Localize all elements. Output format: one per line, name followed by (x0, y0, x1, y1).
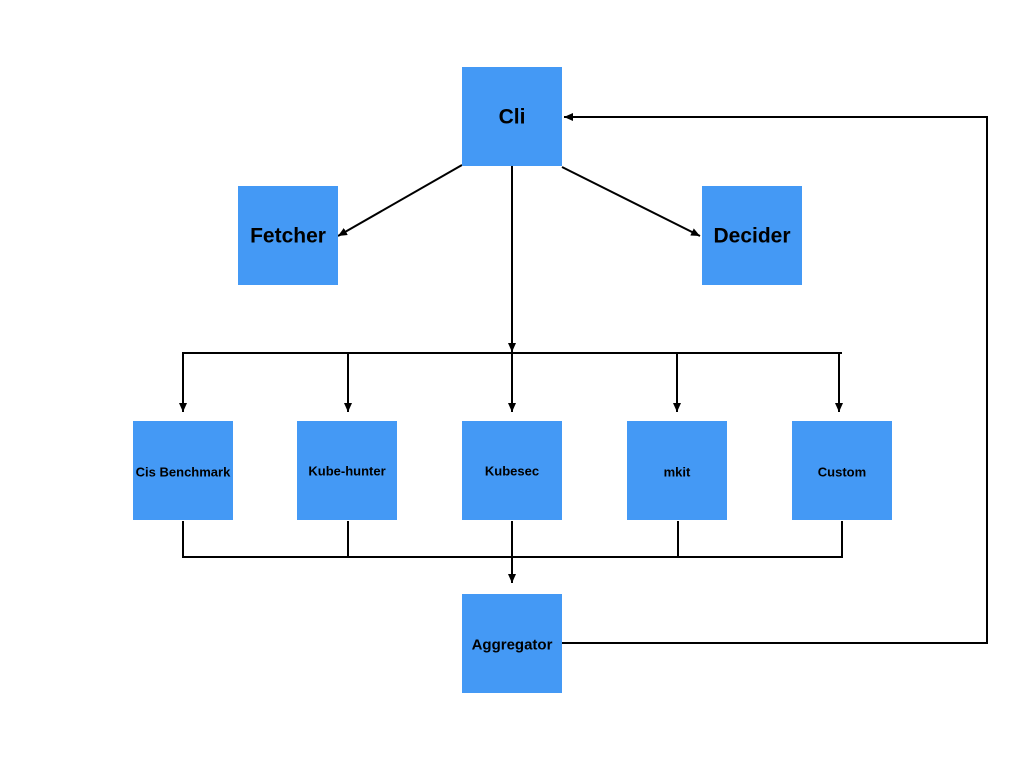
node-fetcher: Fetcher (238, 186, 338, 285)
node-cli-label: Cli (499, 106, 526, 129)
node-cis-benchmark-label: Cis Benchmark (136, 465, 231, 480)
node-kube-hunter: Kube-hunter (297, 421, 397, 520)
node-cis-benchmark: Cis Benchmark (133, 421, 233, 520)
node-aggregator-label: Aggregator (472, 637, 553, 654)
edge-aggregator-to-cli (562, 113, 988, 644)
node-custom: Custom (792, 421, 892, 520)
node-mkit: mkit (627, 421, 727, 520)
edge-cli-to-fetcher (337, 164, 463, 237)
node-mkit-label: mkit (664, 465, 691, 480)
node-decider: Decider (702, 186, 802, 285)
node-cli: Cli (462, 67, 562, 166)
node-kubesec: Kubesec (462, 421, 562, 520)
edge-cli-to-decider (561, 166, 701, 237)
node-decider-label: Decider (713, 225, 790, 248)
node-fetcher-label: Fetcher (250, 225, 326, 248)
node-kubesec-label: Kubesec (485, 464, 539, 479)
node-aggregator: Aggregator (462, 594, 562, 693)
node-kube-hunter-label: Kube-hunter (308, 464, 385, 479)
node-custom-label: Custom (818, 465, 866, 480)
